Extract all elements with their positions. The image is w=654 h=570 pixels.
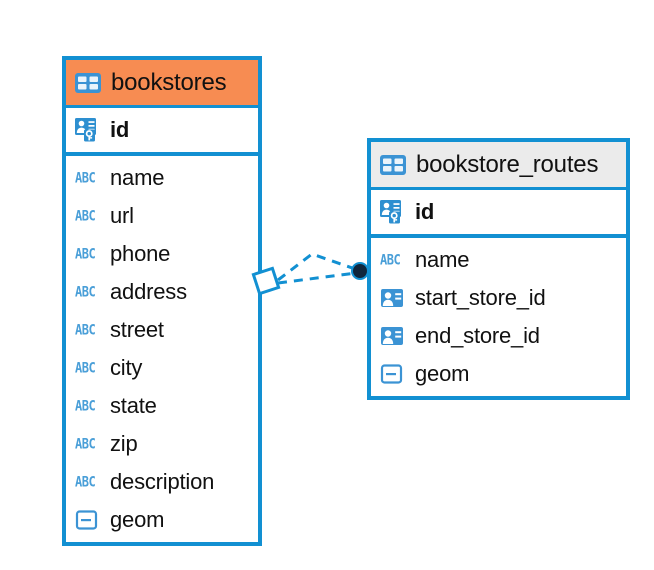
abc-text-icon: ABC [75, 169, 96, 187]
field-row-phone[interactable]: ABC phone [66, 235, 258, 273]
abc-text-icon: ABC [75, 207, 96, 225]
foreign-key-icon [380, 287, 406, 309]
field-label: state [110, 393, 157, 418]
field-label: description [110, 469, 215, 494]
field-label: city [110, 355, 143, 380]
field-row-start-store-id[interactable]: start_store_id [371, 279, 626, 317]
abc-text-icon: ABC [75, 321, 96, 339]
field-label: name [415, 247, 470, 272]
geometry-icon [380, 363, 406, 385]
entity-title: bookstores [111, 68, 227, 96]
primary-key-icon [380, 200, 406, 224]
abc-text-icon: ABC [75, 245, 96, 263]
field-label: phone [110, 241, 171, 266]
field-row-id[interactable]: id [66, 108, 258, 152]
fields-section-bookstores: ABC name ABC url ABC phone ABC address A… [66, 156, 258, 539]
field-row-id[interactable]: id [371, 190, 626, 234]
relationship-connector[interactable] [250, 240, 380, 320]
abc-text-icon: ABC [75, 473, 96, 491]
primary-key-icon [75, 118, 101, 142]
geometry-icon [75, 509, 101, 531]
field-label: url [110, 203, 134, 228]
foreign-key-icon [380, 325, 406, 347]
field-row-state[interactable]: ABC state [66, 387, 258, 425]
field-row-end-store-id[interactable]: end_store_id [371, 317, 626, 355]
field-row-zip[interactable]: ABC zip [66, 425, 258, 463]
entity-bookstore-routes[interactable]: bookstore_routes [367, 138, 630, 400]
abc-text-icon: ABC [75, 435, 96, 453]
field-row-name[interactable]: ABC name [66, 159, 258, 197]
field-row-geom[interactable]: geom [371, 355, 626, 393]
field-label: id [415, 199, 435, 224]
field-row-name[interactable]: ABC name [371, 241, 626, 279]
entity-title: bookstore_routes [416, 150, 599, 178]
abc-text-icon: ABC [75, 397, 96, 415]
relationship-line-upper [277, 252, 359, 282]
abc-text-icon: ABC [75, 283, 96, 301]
entity-header-bookstores[interactable]: bookstores [66, 60, 258, 105]
field-label: geom [415, 361, 470, 386]
relationship-line-lower [277, 271, 357, 285]
field-label: zip [110, 431, 138, 456]
field-row-address[interactable]: ABC address [66, 273, 258, 311]
fields-section-bookstore-routes: ABC name start_store_id [371, 238, 626, 393]
field-label: address [110, 279, 187, 304]
field-label: geom [110, 507, 165, 532]
primary-key-section: id [371, 187, 626, 238]
field-row-url[interactable]: ABC url [66, 197, 258, 235]
field-row-description[interactable]: ABC description [66, 463, 258, 501]
field-label: name [110, 165, 165, 190]
field-label: end_store_id [415, 323, 540, 348]
abc-text-icon: ABC [380, 251, 401, 269]
table-icon [380, 154, 406, 175]
field-row-street[interactable]: ABC street [66, 311, 258, 349]
field-row-city[interactable]: ABC city [66, 349, 258, 387]
field-row-geom[interactable]: geom [66, 501, 258, 539]
table-icon [75, 72, 101, 93]
primary-key-section: id [66, 105, 258, 156]
field-label: id [110, 117, 130, 142]
abc-text-icon: ABC [75, 359, 96, 377]
field-label: start_store_id [415, 285, 546, 310]
entity-bookstores[interactable]: bookstores [62, 56, 262, 546]
entity-header-bookstore-routes[interactable]: bookstore_routes [371, 142, 626, 187]
field-label: street [110, 317, 164, 342]
